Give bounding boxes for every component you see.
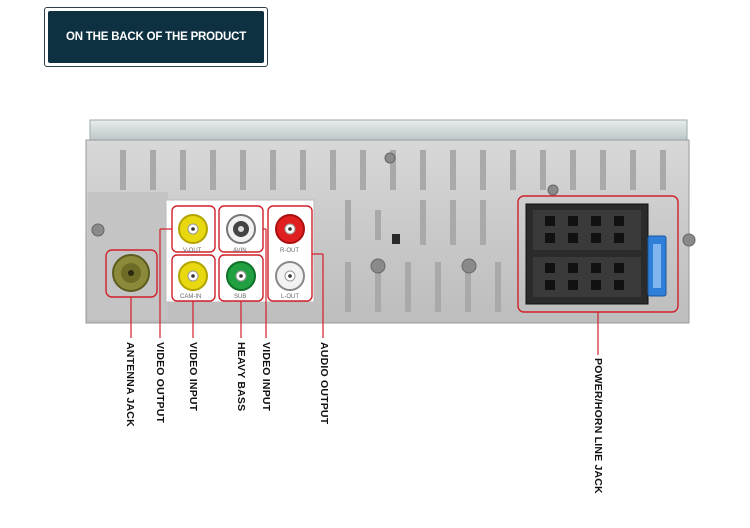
jack-sub (226, 261, 256, 291)
banner-frame: ON THE BACK OF THE PRODUCT (44, 7, 268, 67)
banner: ON THE BACK OF THE PRODUCT (48, 11, 264, 63)
jack-avin (226, 214, 256, 244)
top-strip (89, 119, 688, 143)
jack-cam-in (178, 261, 208, 291)
mark-r-out: R-OUT (280, 248, 299, 254)
label-video-output: VIDEO OUTPUT (154, 342, 166, 424)
screws (91, 152, 696, 274)
label-antenna-jack: ANTENNA JACK (124, 342, 136, 427)
mark-l-out: L-OUT (281, 294, 299, 300)
banner-title: ON THE BACK OF THE PRODUCT (65, 31, 247, 43)
cooling-fins (120, 150, 666, 312)
mark-cam-in: CAM-IN (180, 294, 202, 300)
jack-v-out (178, 214, 208, 244)
mark-sub: SUB (234, 294, 247, 300)
label-audio-output: AUDIO OUTPUT (318, 342, 330, 425)
jack-r-out (275, 214, 305, 244)
power-connector (517, 195, 679, 313)
label-video-input-1: VIDEO INPUT (187, 342, 199, 412)
label-power-horn-line-jack: POWER/HORN LINE JACK (592, 358, 604, 494)
label-video-input-2: VIDEO INPUT (260, 342, 272, 412)
label-heavy-bass: HEAVY BASS (235, 342, 247, 412)
mark-v-out: V-OUT (183, 248, 202, 254)
leader-lines (130, 228, 599, 355)
square-hole (392, 234, 400, 244)
antenna-jack (105, 249, 158, 298)
jack-l-out (275, 261, 305, 291)
mark-avin: AVIN (233, 248, 247, 254)
